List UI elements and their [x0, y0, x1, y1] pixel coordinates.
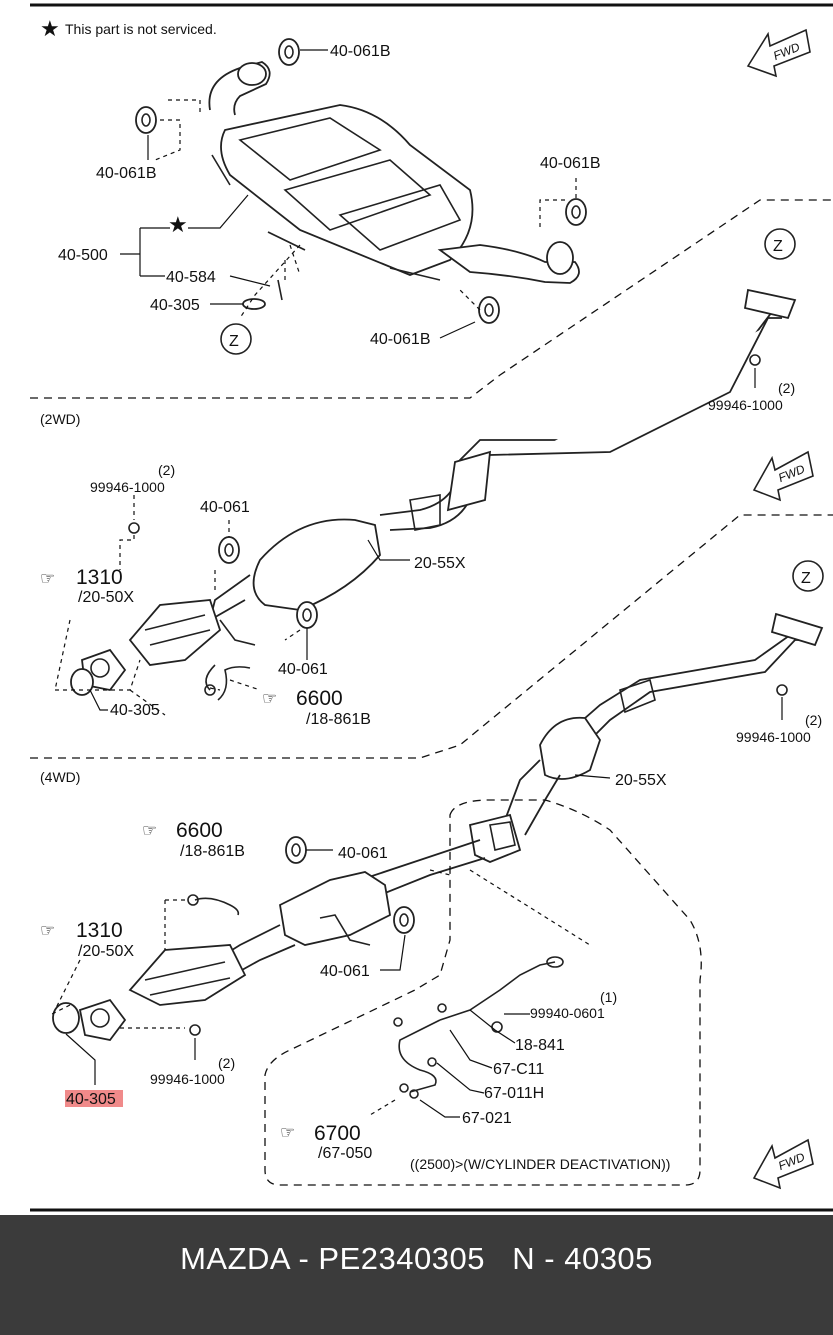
nut-4wd [189, 1024, 201, 1036]
fwd-arrow-2: FWD [752, 450, 814, 502]
footer-bar: MAZDA - PE2340305 N - 40305 [0, 1215, 833, 1335]
fwd-arrow-1: FWD [746, 28, 811, 78]
hanger-rubber-1 [278, 38, 300, 66]
hand-icon-6600-2wd: ☞ [262, 689, 277, 708]
label-40-061B-1: 40-061B [330, 43, 391, 60]
ref-6600-4wd: 6600 [176, 819, 223, 842]
divider-2 [30, 514, 833, 759]
label-40-061-2wd-b: 40-061 [278, 661, 328, 678]
hanger-rubber-2 [135, 106, 157, 134]
hanger-rubber-4 [478, 296, 500, 324]
hanger-rubber-8 [393, 906, 415, 934]
hand-icon-1310-2wd: ☞ [40, 569, 55, 588]
note-text: This part is not serviced. [65, 21, 217, 37]
qty-2wd: (2) [158, 462, 175, 478]
ref-1310-4wd: 1310 [76, 919, 123, 942]
ref-6600-2wd: 6600 [296, 687, 343, 710]
label-40-061-2wd-a: 40-061 [200, 499, 250, 516]
label-40-061-4wd-b: 40-061 [320, 963, 370, 980]
label-18-841: 18-841 [515, 1037, 565, 1054]
ref-20-50X-2wd: /20-50X [78, 589, 134, 606]
fwd-arrow-3: FWD [752, 1138, 814, 1190]
hand-icon-6600-4wd: ☞ [142, 821, 157, 840]
svg-text:FWD: FWD [776, 462, 807, 485]
o2-sensor-block [468, 813, 522, 863]
svg-text:Z: Z [229, 333, 239, 350]
center-pipe-4wd [128, 839, 486, 1006]
cylinder-deactivation-note: ((2500)>(W/CYLINDER DEACTIVATION)) [410, 1156, 670, 1172]
front-flange-4wd [78, 998, 127, 1041]
front-pipe-2wd [379, 288, 797, 531]
nut-4wd-rear [776, 684, 788, 696]
label-40-305-top: 40-305 [150, 297, 200, 314]
nut-2wd [128, 522, 140, 534]
z-mark-1: Z [220, 323, 252, 355]
label-40-305-2wd: 40-305 [110, 702, 160, 719]
label-40-305-highlighted: 40-305 [66, 1091, 116, 1108]
qty-2wd-rear: (2) [778, 380, 795, 396]
label-99946-2wd-rear: 99946-1000 [708, 397, 783, 413]
gasket-ring-2wd [70, 668, 94, 696]
ref-18-861B-2wd: /18-861B [306, 711, 371, 728]
label-99940-0601: 99940-0601 [530, 1005, 605, 1021]
flange-gasket-top [267, 231, 306, 251]
ref-18-861B-4wd: /18-861B [180, 843, 245, 860]
label-67-C11: 67-C11 [493, 1061, 544, 1078]
divider-1 [30, 199, 833, 399]
qty-99940: (1) [600, 989, 617, 1005]
svg-text:FWD: FWD [776, 1150, 807, 1173]
bolt-40584 [277, 279, 283, 301]
gasket-ring-4wd [52, 1002, 80, 1034]
label-67-011H: 67-011H [484, 1085, 544, 1102]
star-icon-2: ★ [168, 212, 188, 237]
label-40-500: 40-500 [58, 247, 108, 264]
hanger-rubber-7 [285, 836, 307, 864]
label-40-061B-2: 40-061B [96, 165, 157, 182]
hanger-rubber-5 [218, 536, 240, 564]
label-40-584: 40-584 [166, 269, 216, 286]
z-mark-2: Z [764, 228, 796, 260]
qty-4wd-rear: (2) [805, 712, 822, 728]
label-20-55X-2wd: 20-55X [414, 555, 466, 572]
svg-text:Z: Z [801, 570, 811, 587]
o2-sensor-4wd [194, 897, 240, 916]
svg-text:Z: Z [773, 238, 783, 255]
label-40-061-4wd-a: 40-061 [338, 845, 388, 862]
star-icon: ★ [40, 16, 60, 41]
section-4wd: (4WD) [40, 769, 80, 785]
rear-muffler [208, 61, 580, 284]
highlight-box [65, 1090, 123, 1107]
label-99946-4wd: 99946-1000 [150, 1071, 225, 1087]
exhaust-parts-diagram: ★ This part is not serviced. FWD FWD FWD [30, 3, 833, 1212]
ref-20-50X-4wd: /20-50X [78, 943, 134, 960]
label-99946-2wd: 99946-1000 [90, 479, 165, 495]
section-2wd: (2WD) [40, 411, 80, 427]
label-20-55X-4wd: 20-55X [615, 772, 667, 789]
hand-icon-6700: ☞ [280, 1123, 295, 1142]
hanger-rubber-6 [296, 601, 318, 629]
qty-4wd: (2) [218, 1055, 235, 1071]
front-pipe-4wd [504, 612, 824, 836]
ref-1310-2wd: 1310 [76, 566, 123, 589]
label-99946-4wd-rear: 99946-1000 [736, 729, 811, 745]
ref-6700: 6700 [314, 1122, 361, 1145]
z-mark-3: Z [792, 560, 824, 592]
label-40-061B-4: 40-061B [370, 331, 431, 348]
footer-part-number: MAZDA - PE2340305 N - 40305 [180, 1241, 653, 1276]
label-40-061B-3: 40-061B [540, 155, 601, 172]
nut-2wd-rear [749, 354, 761, 366]
ref-67-050: /67-050 [318, 1145, 372, 1162]
label-67-021: 67-021 [462, 1110, 512, 1127]
hand-icon-1310-4wd: ☞ [40, 921, 55, 940]
cylinder-deactivation-box [264, 799, 702, 1186]
catalytic-converter-2wd [128, 518, 381, 691]
hanger-rubber-3 [565, 198, 587, 226]
